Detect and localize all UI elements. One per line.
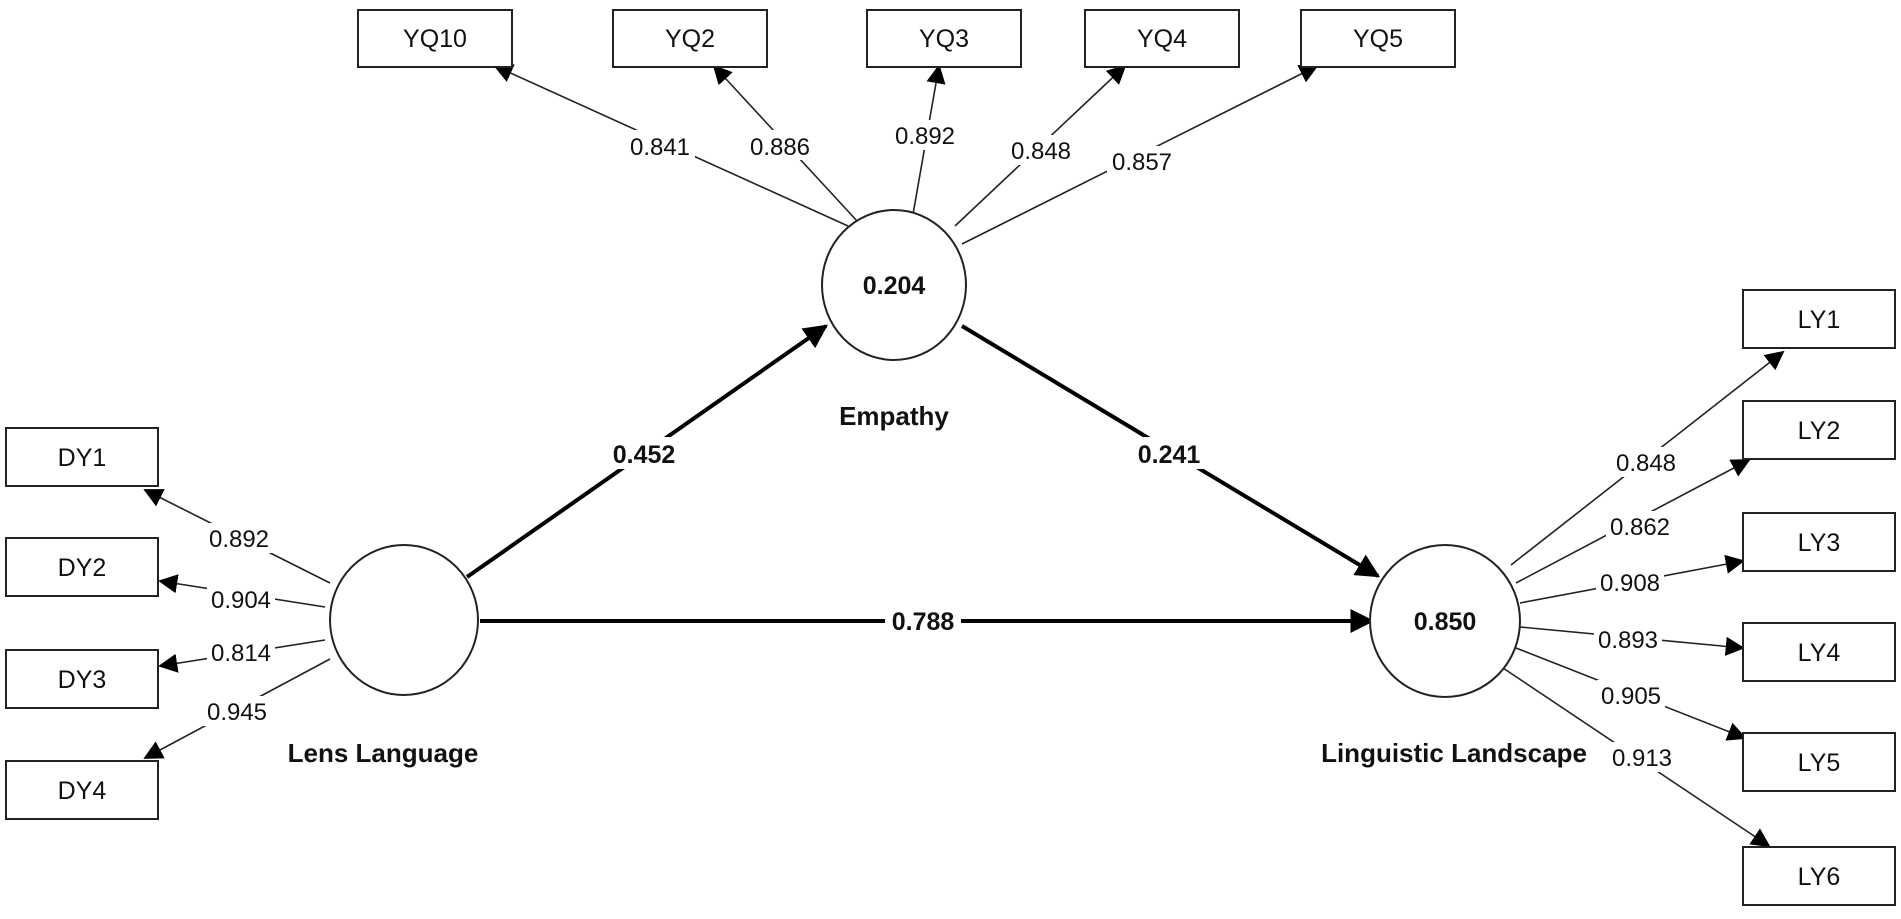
indicator-label-yq5: YQ5	[1353, 25, 1403, 53]
indicator-yq3: YQ3	[866, 9, 1022, 68]
indicator-label-ly3: LY3	[1798, 529, 1841, 557]
indicator-label-yq4: YQ4	[1137, 25, 1187, 53]
indicator-label-dy2: DY2	[58, 554, 107, 582]
path-coef-lens-to-empathy: 0.452	[613, 441, 676, 469]
loading-yq2: 0.886	[750, 134, 810, 161]
construct-empathy	[821, 209, 967, 361]
loading-ly4: 0.893	[1598, 627, 1658, 654]
indicator-ly4: LY4	[1742, 622, 1896, 682]
indicator-label-yq3: YQ3	[919, 25, 969, 53]
indicator-label-ly6: LY6	[1798, 863, 1841, 891]
loading-yq3: 0.892	[895, 123, 955, 150]
indicator-label-yq2: YQ2	[665, 25, 715, 53]
loading-ly6: 0.913	[1612, 745, 1672, 772]
path-coef-lens-to-landscape: 0.788	[892, 608, 955, 636]
path-coef-empathy-to-landscape: 0.241	[1138, 441, 1201, 469]
loading-yq10: 0.841	[630, 134, 690, 161]
indicator-label-ly4: LY4	[1798, 639, 1841, 667]
loading-yq5: 0.857	[1112, 149, 1172, 176]
indicator-label-ly1: LY1	[1798, 306, 1841, 334]
indicator-label-ly5: LY5	[1798, 749, 1841, 777]
construct-linguistic-landscape	[1369, 544, 1521, 698]
indicator-yq5: YQ5	[1300, 9, 1456, 68]
loading-dy3: 0.814	[211, 640, 271, 667]
indicator-dy2: DY2	[5, 537, 159, 597]
indicator-label-ly2: LY2	[1798, 417, 1841, 445]
loading-ly2: 0.862	[1610, 514, 1670, 541]
construct-name-lens-language: Lens Language	[288, 738, 479, 768]
construct-name-empathy: Empathy	[839, 401, 949, 431]
indicator-yq4: YQ4	[1084, 9, 1240, 68]
indicator-dy1: DY1	[5, 427, 159, 487]
indicator-ly5: LY5	[1742, 732, 1896, 792]
indicator-label-dy1: DY1	[58, 444, 107, 472]
indicator-label-dy3: DY3	[58, 666, 107, 694]
indicator-label-dy4: DY4	[58, 777, 107, 805]
construct-name-linguistic-landscape: Linguistic Landscape	[1321, 738, 1587, 768]
indicator-ly2: LY2	[1742, 400, 1896, 460]
indicator-label-yq10: YQ10	[403, 25, 467, 53]
loading-dy4: 0.945	[207, 699, 267, 726]
loading-yq4: 0.848	[1011, 138, 1071, 165]
indicator-ly3: LY3	[1742, 512, 1896, 572]
indicator-ly1: LY1	[1742, 289, 1896, 349]
construct-lens-language	[329, 544, 479, 696]
r2-linguistic-landscape: 0.850	[1414, 608, 1477, 636]
indicator-ly6: LY6	[1742, 846, 1896, 906]
indicator-yq10: YQ10	[357, 9, 513, 68]
loading-ly3: 0.908	[1600, 570, 1660, 597]
r2-empathy: 0.204	[863, 272, 926, 300]
loading-dy1: 0.892	[209, 526, 269, 553]
loading-ly1: 0.848	[1616, 450, 1676, 477]
indicator-dy4: DY4	[5, 760, 159, 820]
loading-ly5: 0.905	[1601, 683, 1661, 710]
indicator-yq2: YQ2	[612, 9, 768, 68]
loading-dy2: 0.904	[211, 587, 271, 614]
indicator-dy3: DY3	[5, 649, 159, 709]
